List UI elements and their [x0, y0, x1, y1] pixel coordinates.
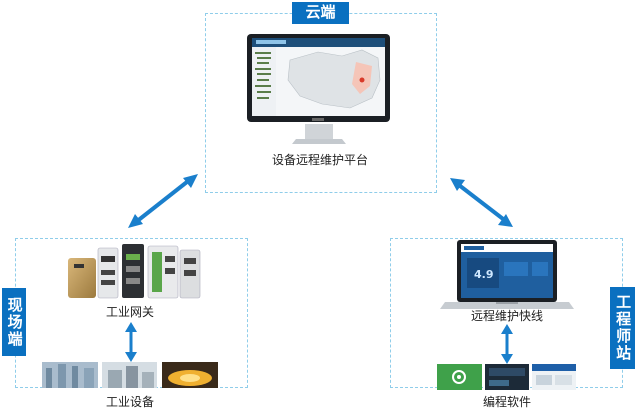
field-tag: 现场端 [2, 288, 26, 356]
cloud-caption: 设备远程维护平台 [272, 152, 368, 167]
vpn-label: 远程维护快线 [471, 308, 543, 323]
arrow-gateway-equipment [125, 322, 137, 362]
gateway-devices-icon [68, 244, 201, 299]
software-label: 编程软件 [483, 394, 531, 409]
arrow-cloud-field [128, 174, 198, 228]
gateway-label: 工业网关 [106, 305, 154, 319]
equipment-photos [42, 362, 218, 388]
equipment-label: 工业设备 [106, 395, 154, 409]
monitor-icon [247, 34, 390, 144]
engineer-tag: 工程师站 [610, 287, 635, 369]
laptop-icon: 4.9 [440, 240, 574, 309]
cloud-tag: 云端 [292, 2, 349, 24]
software-screens [437, 364, 576, 390]
arrow-cloud-engineer [450, 178, 513, 227]
arrow-vpn-software [501, 324, 513, 364]
svg-text:4.9: 4.9 [474, 268, 494, 281]
